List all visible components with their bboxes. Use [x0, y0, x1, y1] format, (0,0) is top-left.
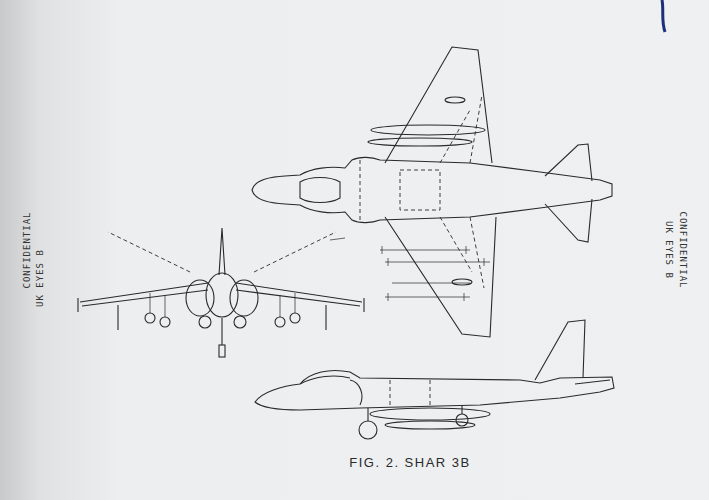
plan-store [368, 138, 472, 146]
side-wheel [359, 421, 377, 439]
front-nozzle [234, 316, 246, 328]
plan-outrigger [452, 279, 472, 285]
side-tailplane [575, 380, 610, 384]
front-pylon [150, 293, 295, 317]
plan-missile [392, 283, 470, 284]
security-marking: UK EYES B [35, 249, 45, 307]
security-marking: CONFIDENTIAL [22, 211, 32, 288]
plan-drop-tank [371, 125, 485, 135]
plan-structure-line [360, 160, 440, 220]
plan-tailplane [545, 199, 592, 242]
front-wheel [219, 345, 225, 357]
front-fin [219, 228, 225, 275]
plan-fuselage [252, 157, 612, 222]
front-store [275, 317, 285, 327]
plan-flap-line [440, 95, 484, 288]
side-intake [350, 380, 362, 405]
side-fin [535, 320, 585, 380]
front-store [145, 313, 155, 323]
side-wheel [456, 414, 468, 426]
front-nose-gear [221, 318, 222, 345]
front-nozzle [199, 316, 211, 328]
front-store [290, 313, 300, 323]
security-marking: CONFIDENTIAL [678, 211, 688, 288]
front-wingtip [78, 298, 364, 312]
plan-missile [385, 258, 490, 266]
front-tailplane-line [108, 232, 336, 272]
plan-mark [330, 238, 345, 240]
side-gear-strut [461, 405, 462, 414]
side-gear-strut [367, 408, 368, 421]
figure-caption: FIG. 2. SHAR 3B [349, 455, 470, 470]
plan-missile [385, 293, 470, 301]
plan-tailplane [545, 144, 592, 181]
front-wing [80, 283, 362, 306]
side-structure-line [390, 380, 430, 406]
side-store [385, 421, 475, 429]
binding-cord [662, 0, 665, 32]
side-fuselage [255, 371, 614, 411]
plan-wing-lower [385, 217, 496, 337]
side-canopy [300, 376, 350, 384]
side-drop-tank [370, 408, 490, 420]
security-marking: UK EYES B [664, 221, 674, 279]
plan-outrigger [445, 97, 465, 103]
plan-missile [380, 246, 470, 254]
front-outrigger [118, 305, 326, 330]
front-store [160, 317, 170, 327]
plan-canopy [300, 178, 340, 203]
